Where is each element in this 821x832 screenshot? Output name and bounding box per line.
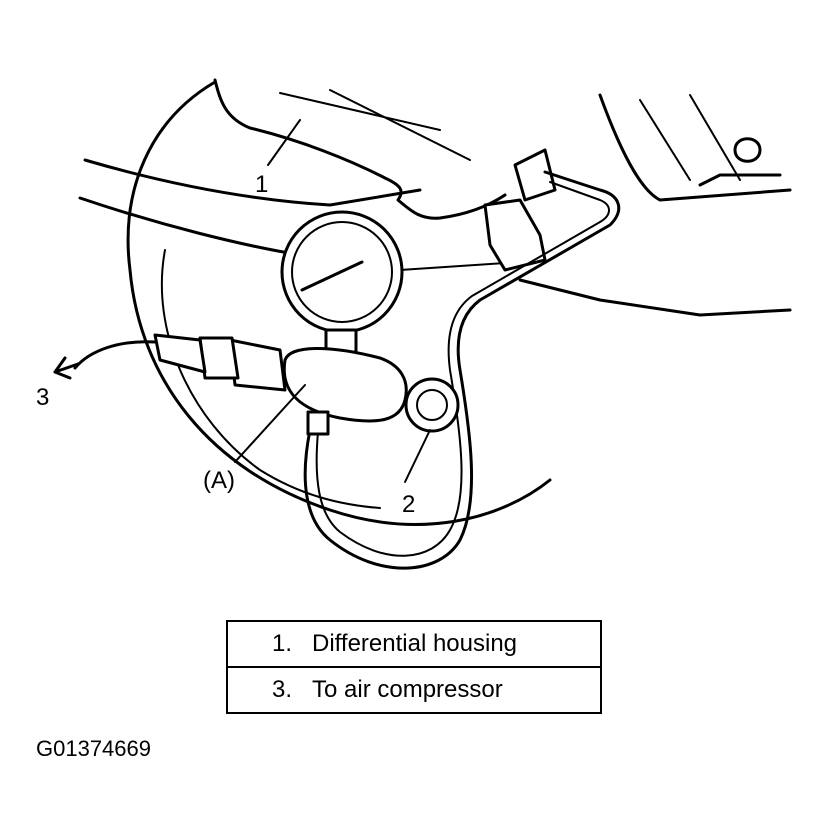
vent-pipe-inner	[315, 181, 610, 557]
bracket	[698, 173, 782, 187]
tester-nozzle	[153, 333, 207, 374]
adapter-ring	[404, 377, 460, 433]
hose-connector	[306, 410, 330, 436]
legend-number: 1.	[271, 630, 292, 657]
gauge-needle	[300, 260, 364, 292]
differential-pressure-test-illustration: 1 2 3 (A)	[36, 78, 792, 570]
leader-2	[404, 429, 431, 483]
callout-3: 3	[36, 384, 49, 411]
air-line	[73, 340, 157, 370]
axle-tube-upper	[83, 158, 422, 207]
tester-coupler	[228, 338, 287, 392]
air-arrow	[53, 356, 80, 380]
leader-1	[267, 119, 301, 166]
tester-body	[282, 347, 408, 423]
bolt-head	[733, 137, 762, 163]
vent-fitting	[483, 198, 547, 272]
adapter-ring-inner	[416, 389, 448, 421]
frame-right-3	[639, 99, 691, 181]
figure-code: G01374669	[36, 736, 151, 761]
differential-housing	[213, 78, 507, 220]
pressure-gauge-face	[291, 221, 393, 323]
wheel-arc	[126, 80, 552, 526]
housing-edge	[279, 92, 441, 131]
legend-label: Differential housing	[312, 630, 518, 657]
legend-row: 3. To air compressor	[228, 666, 600, 712]
callout-A: (A)	[203, 467, 235, 494]
axle-tube-lower	[78, 196, 302, 257]
wheel-arc-inner	[160, 249, 381, 509]
vent-cap	[513, 148, 557, 202]
legend-row: 1. Differential housing	[228, 622, 600, 666]
frame-right-2	[518, 278, 792, 317]
legend-table: 1. Differential housing 3. To air compre…	[226, 620, 602, 714]
housing-edge-2	[329, 89, 471, 161]
vent-pipe	[303, 170, 621, 570]
frame-right-4	[689, 94, 741, 181]
frame-right	[598, 93, 792, 202]
callout-2: 2	[402, 491, 415, 518]
legend-label: To air compressor	[312, 676, 503, 703]
legend-number: 3.	[271, 676, 292, 703]
leader-A	[234, 384, 306, 463]
callout-1: 1	[255, 171, 268, 198]
